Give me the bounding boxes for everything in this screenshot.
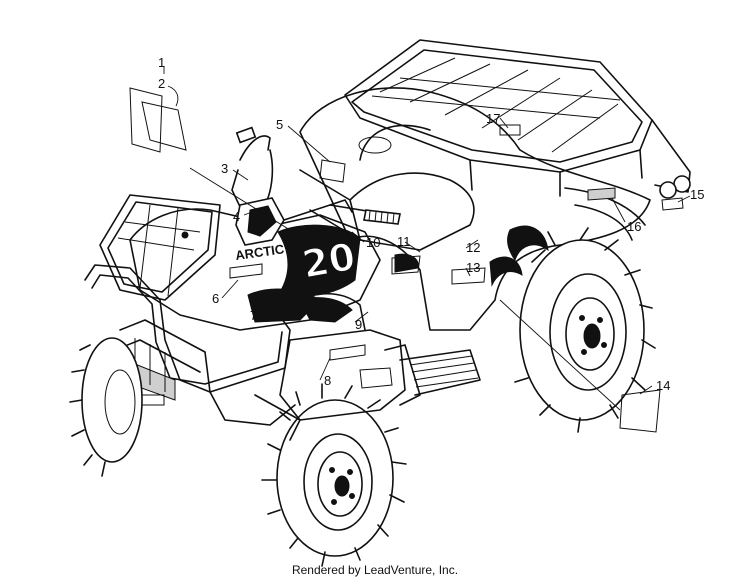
callout-1: 1 xyxy=(158,55,165,70)
front-left-wheel xyxy=(69,337,143,477)
front-rack xyxy=(99,194,221,301)
rear-fender xyxy=(299,87,651,331)
decal-5-shape xyxy=(319,159,346,183)
decal-2-shape xyxy=(141,101,187,151)
callout-10: 10 xyxy=(366,235,380,250)
front-body: ARCTIC CAT 20 xyxy=(129,208,381,331)
handlebar-pod xyxy=(231,126,401,246)
callout-3: 3 xyxy=(221,161,228,176)
callout-15: 15 xyxy=(690,187,704,202)
callout-2: 2 xyxy=(158,76,165,91)
callout-8: 8 xyxy=(324,373,331,388)
decal-15-shape xyxy=(661,197,684,211)
render-credit: Rendered by LeadVenture, Inc. xyxy=(291,563,459,577)
rear-rack xyxy=(344,39,691,199)
callout-labels: 1 2 3 4 5 6 7 8 9 10 11 12 13 14 15 16 1… xyxy=(158,55,704,393)
callout-13: 13 xyxy=(466,260,480,275)
callout-7: 7 xyxy=(250,308,257,323)
rear-wheel xyxy=(514,227,656,433)
decal-sheets xyxy=(129,87,684,433)
front-right-wheel xyxy=(261,383,407,567)
callout-5: 5 xyxy=(276,117,283,132)
callout-16: 16 xyxy=(627,219,641,234)
callout-leaders xyxy=(163,66,691,411)
decal-1-shape xyxy=(129,87,163,153)
callout-6: 6 xyxy=(212,291,219,306)
decal-14-shape xyxy=(619,389,661,433)
side-panel xyxy=(254,292,481,441)
callout-9: 9 xyxy=(355,317,362,332)
callout-11: 11 xyxy=(397,234,411,249)
callout-17: 17 xyxy=(486,111,500,126)
callout-4: 4 xyxy=(233,209,240,224)
callout-12: 12 xyxy=(466,240,480,255)
callout-14: 14 xyxy=(656,378,670,393)
model-number-decal: 20 xyxy=(299,234,359,287)
